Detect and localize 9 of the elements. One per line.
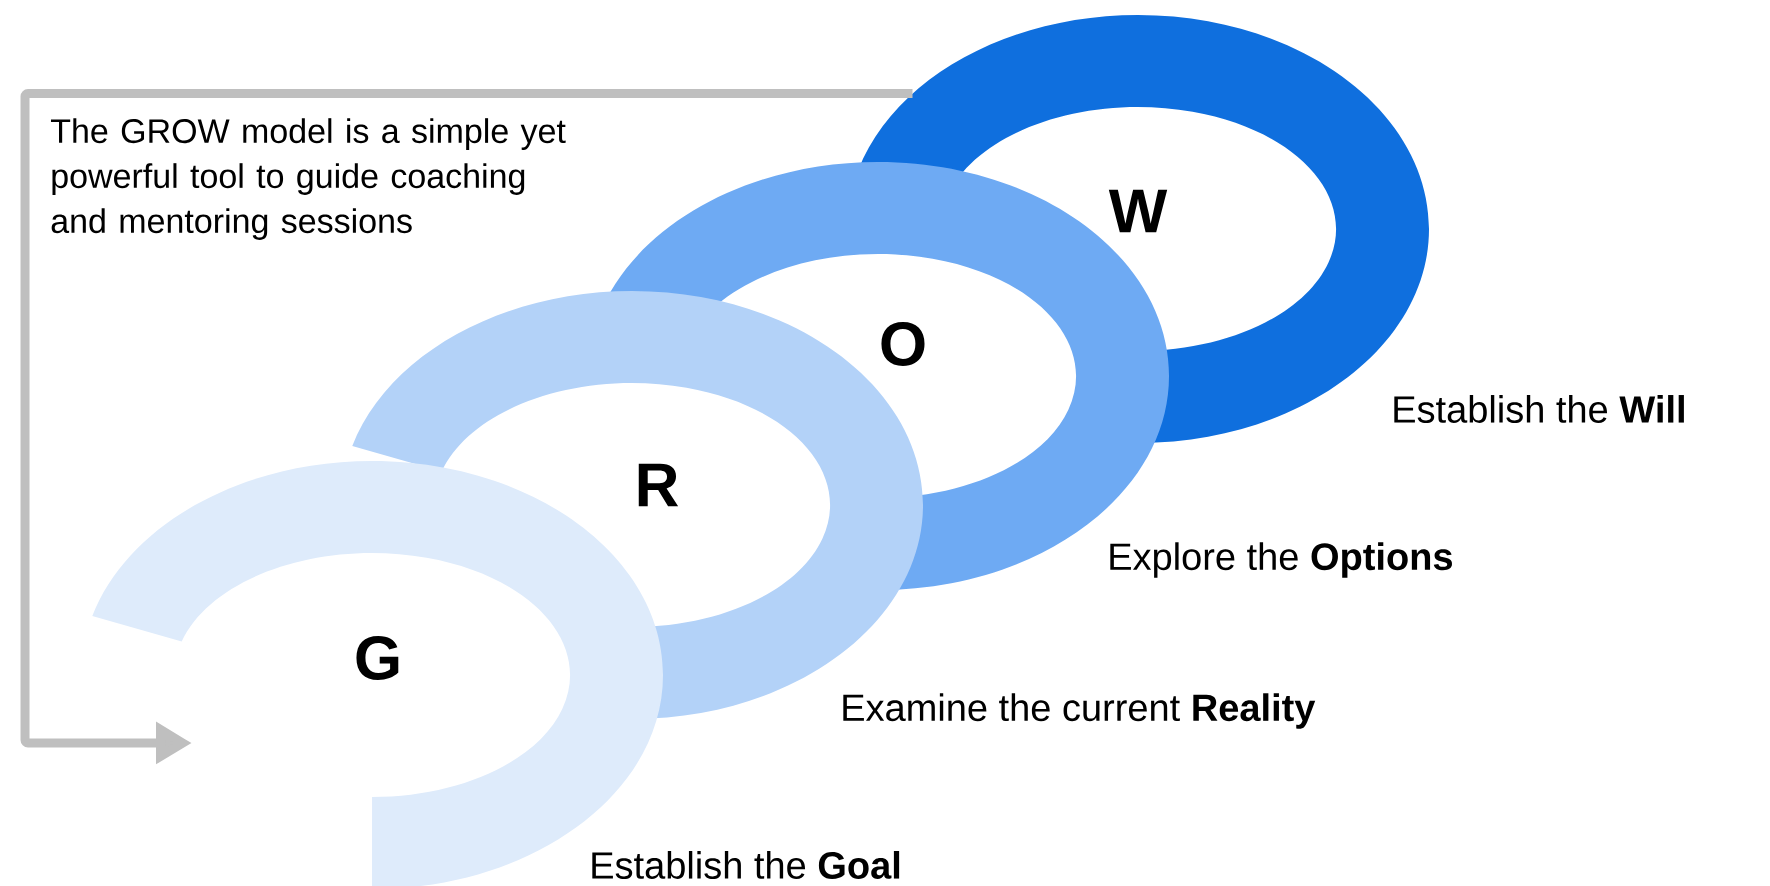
ring-letter: R <box>638 463 679 507</box>
ring-letter: W <box>1108 189 1168 233</box>
ring-letter: G <box>356 636 399 680</box>
step-caption: Examine the current Reality <box>843 693 1316 729</box>
step-caption: Establish the Will <box>1394 395 1684 423</box>
ring-letter: O <box>881 322 925 366</box>
step-caption: Explore the Options <box>1110 542 1452 578</box>
note-text: The GROW model is a simple yet powerful tool to guide coaching and mentoring sessions <box>51 118 566 240</box>
step-caption: Establish the Goal <box>592 851 900 879</box>
